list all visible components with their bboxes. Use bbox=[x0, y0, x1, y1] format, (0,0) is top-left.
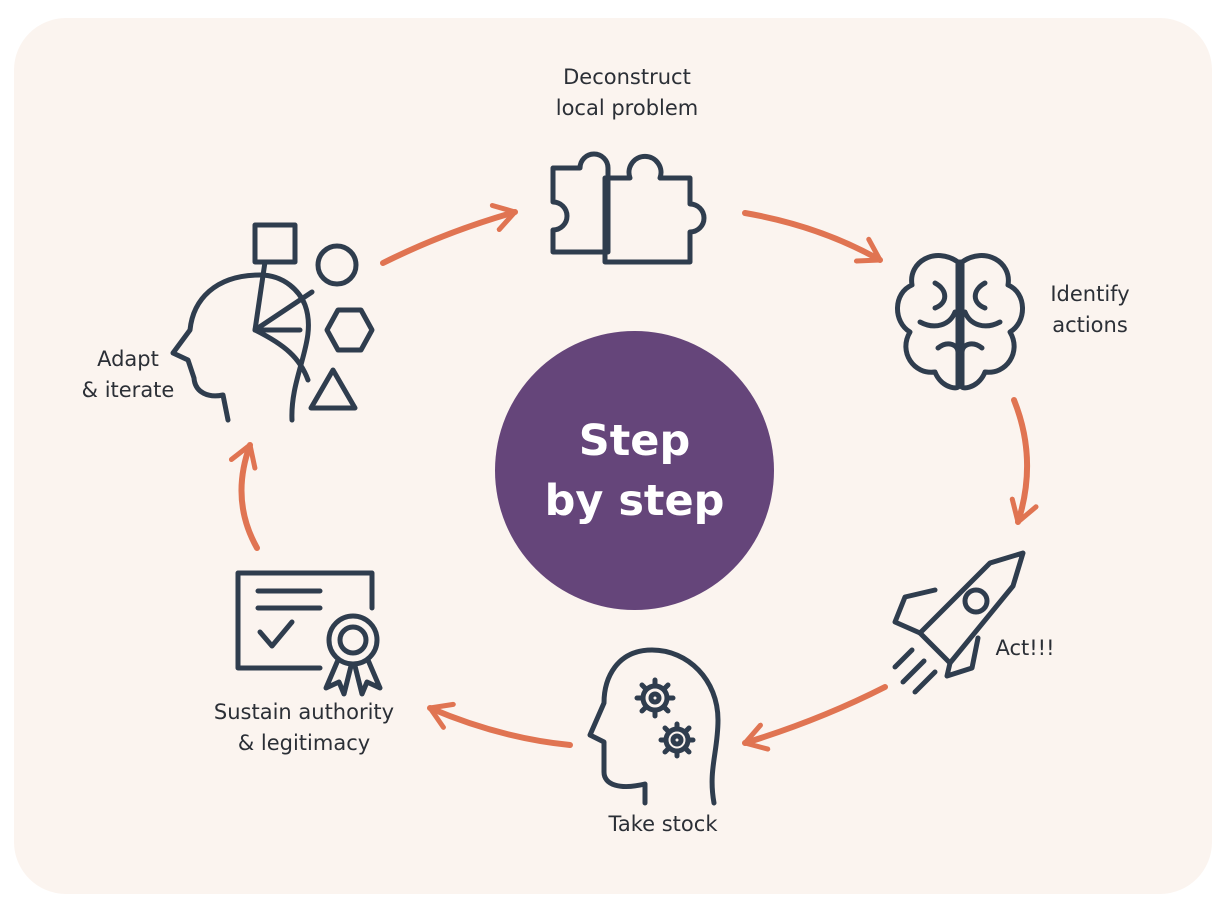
rocket-icon bbox=[892, 550, 1026, 695]
brain-icon bbox=[895, 253, 1025, 391]
center-title-line2: by step bbox=[544, 475, 725, 526]
step-label-take-stock: Take stock bbox=[608, 812, 718, 836]
arrow-act-to-takestock bbox=[742, 684, 888, 752]
arrow-deconstruct-to-identify bbox=[742, 210, 883, 264]
arrow-takestock-to-sustain bbox=[427, 701, 573, 748]
step-label-sustain: Sustain authority & legitimacy bbox=[213, 700, 395, 755]
center-hub: Step by step bbox=[495, 331, 774, 610]
step-label-adapt: Adapt & iterate bbox=[81, 347, 175, 402]
head-shapes-icon bbox=[170, 222, 375, 423]
arrow-sustain-to-adapt bbox=[228, 442, 260, 551]
step-label-identify: Identify actions bbox=[1050, 282, 1130, 337]
step-label-deconstruct: Deconstruct local problem bbox=[555, 65, 699, 120]
step-label-act: Act!!! bbox=[995, 636, 1055, 660]
puzzle-icon bbox=[550, 151, 707, 265]
arrow-adapt-to-deconstruct bbox=[380, 202, 518, 266]
certificate-icon bbox=[235, 570, 383, 697]
center-title-line1: Step bbox=[578, 415, 691, 466]
head-gears-icon bbox=[587, 647, 721, 806]
arrow-identify-to-act bbox=[1009, 397, 1039, 525]
